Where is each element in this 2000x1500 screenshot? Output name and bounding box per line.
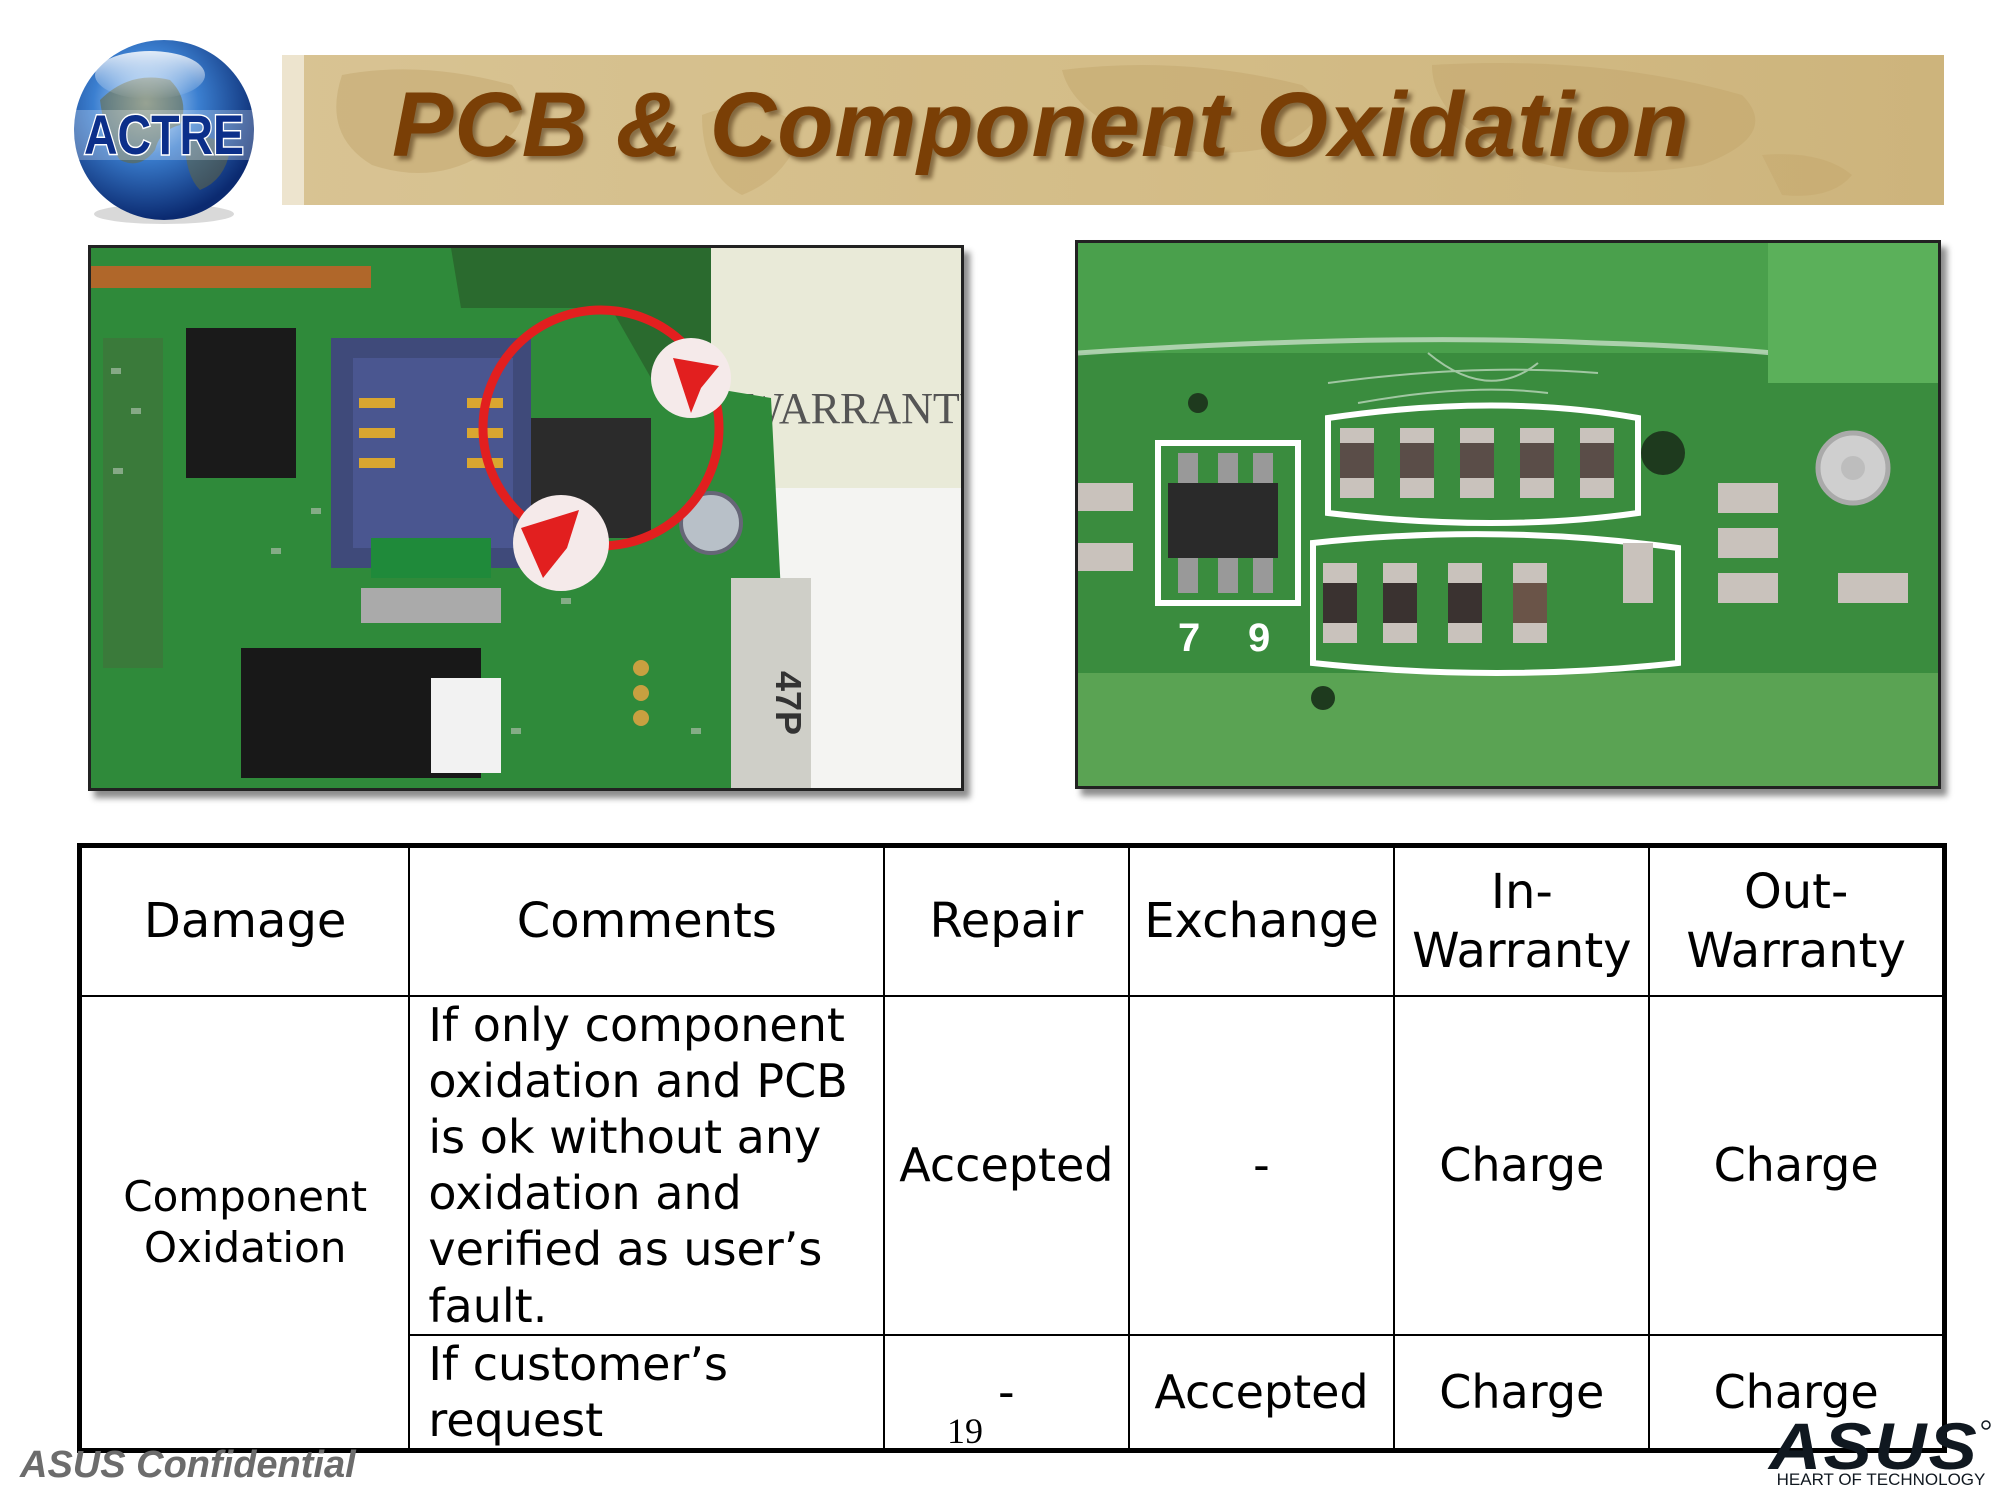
page-number: 19 <box>947 1411 983 1451</box>
header-exchange: Exchange <box>1127 844 1396 997</box>
header-comments: Comments <box>408 844 886 997</box>
actre-logo-text: ACTRE <box>84 103 244 166</box>
pcb-photo-right: 7 9 <box>1075 240 1941 789</box>
board-marking-7: 7 <box>1178 616 1200 660</box>
title-banner: PCB & Component Oxidation <box>282 55 1944 205</box>
asus-logo-text: ASUS <box>1767 1415 1979 1475</box>
header-in-warranty: In- Warranty <box>1393 844 1651 997</box>
damage-cell: Component Oxidation <box>78 994 411 1452</box>
exchange-cell: - <box>1127 995 1396 1336</box>
table-row: If customer’s request - Accepted Charge … <box>80 1333 1946 1452</box>
warranty-table: Damage Comments Repair Exchange In- Warr… <box>77 843 1947 1453</box>
world-map-backdrop <box>282 55 1852 205</box>
out-warranty-cell: Charge <box>1648 995 1946 1336</box>
pcb-photo-left: WARRANTY: 47P <box>88 245 964 791</box>
table-header-row: Damage Comments Repair Exchange In- Warr… <box>78 844 1946 997</box>
out-warranty-cell: Charge <box>1648 1333 1946 1452</box>
comments-cell: If only component oxidation and PCB is o… <box>408 995 886 1336</box>
chip-marking: 47P <box>768 671 809 735</box>
header-out-warranty: Out- Warranty <box>1648 844 1946 997</box>
actre-logo: ACTRE <box>60 30 270 230</box>
confidential-label: ASUS Confidential <box>20 1444 356 1486</box>
header-repair: Repair <box>883 844 1130 997</box>
in-warranty-cell: Charge <box>1393 995 1651 1336</box>
asus-logo: ASUS <box>1762 1409 1992 1495</box>
in-warranty-cell: Charge <box>1393 1333 1651 1452</box>
asus-tagline: HEART OF TECHNOLOGY <box>1776 1470 1986 1489</box>
warranty-sticker-label: WARRANTY: <box>742 384 961 433</box>
registered-mark-icon <box>1981 1420 1991 1430</box>
comments-cell: If customer’s request <box>408 1333 886 1452</box>
repair-cell: Accepted <box>883 995 1130 1336</box>
repair-cell: - <box>883 1333 1130 1452</box>
table-row: Component Oxidation If only component ox… <box>78 994 1946 1452</box>
board-marking-9: 9 <box>1248 616 1270 660</box>
exchange-cell: Accepted <box>1127 1333 1396 1452</box>
header-damage: Damage <box>78 844 411 997</box>
page-title: PCB & Component Oxidation <box>392 74 1690 176</box>
